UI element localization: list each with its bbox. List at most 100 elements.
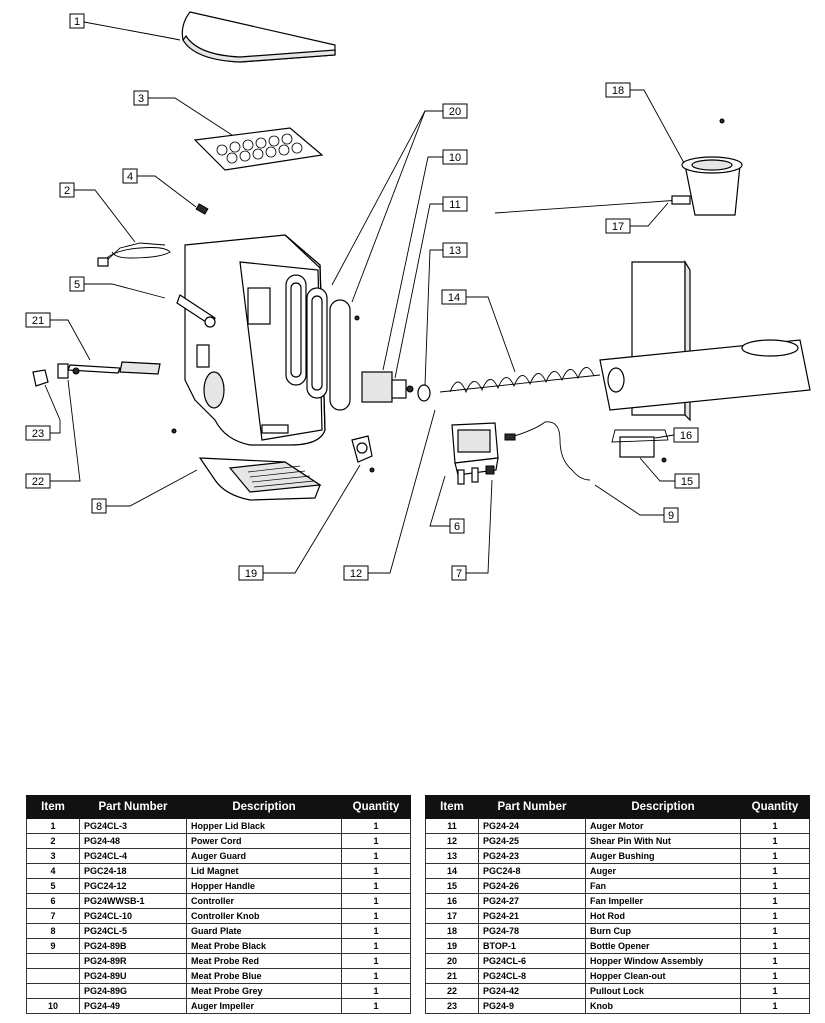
part-auger-bushing xyxy=(417,384,431,402)
cell-item: 16 xyxy=(425,893,479,909)
cell-part-number: PG24-78 xyxy=(478,923,586,939)
cell-description: Guard Plate xyxy=(186,923,342,939)
cell-quantity: 1 xyxy=(740,998,810,1014)
callout-5: 5 xyxy=(69,276,85,292)
cell-description: Controller Knob xyxy=(186,908,342,924)
cell-part-number: PGC24-18 xyxy=(79,863,187,879)
cell-part-number: PG24CL-6 xyxy=(478,953,586,969)
cell-part-number: PG24-23 xyxy=(478,848,586,864)
cell-description: Hopper Window Assembly xyxy=(585,953,741,969)
cell-item: 17 xyxy=(425,908,479,924)
callout-11: 11 xyxy=(442,196,468,212)
svg-text:7: 7 xyxy=(456,568,462,580)
svg-text:4: 4 xyxy=(127,171,133,183)
cell-quantity: 1 xyxy=(740,863,810,879)
part-screws xyxy=(171,118,725,473)
cell-quantity: 1 xyxy=(341,968,411,984)
callout-15: 15 xyxy=(674,473,700,489)
cell-item: 23 xyxy=(425,998,479,1014)
cell-item: 22 xyxy=(425,983,479,999)
callout-21: 21 xyxy=(25,312,51,328)
cell-part-number: PG24-21 xyxy=(478,908,586,924)
cell-item: 12 xyxy=(425,833,479,849)
cell-item: 18 xyxy=(425,923,479,939)
header-part-number: Part Number xyxy=(79,795,187,819)
part-pullout-lock xyxy=(57,363,80,379)
cell-quantity: 1 xyxy=(341,938,411,954)
svg-text:19: 19 xyxy=(245,568,257,580)
cell-item xyxy=(26,983,80,999)
callout-13: 13 xyxy=(442,242,468,258)
cell-item: 3 xyxy=(26,848,80,864)
cell-item: 4 xyxy=(26,863,80,879)
header-description: Description xyxy=(585,795,741,819)
cell-item: 7 xyxy=(26,908,80,924)
cell-item: 20 xyxy=(425,953,479,969)
part-hopper-cleanout xyxy=(67,361,161,375)
part-fan xyxy=(611,429,669,458)
cell-part-number: PG24WWSB-1 xyxy=(79,893,187,909)
cell-part-number: PG24-89G xyxy=(79,983,187,999)
callout-22: 22 xyxy=(25,473,51,489)
svg-text:11: 11 xyxy=(449,199,460,211)
callout-23: 23 xyxy=(25,425,51,441)
cell-description: Auger Guard xyxy=(186,848,342,864)
cell-part-number: PG24-27 xyxy=(478,893,586,909)
cell-quantity: 1 xyxy=(341,998,411,1014)
callout-17: 17 xyxy=(605,218,631,234)
cell-description: Fan Impeller xyxy=(585,893,741,909)
svg-text:21: 21 xyxy=(32,315,44,327)
cell-item: 13 xyxy=(425,848,479,864)
cell-part-number: PG24-89B xyxy=(79,938,187,954)
part-firepot-housing xyxy=(599,259,811,422)
cell-part-number: PG24CL-3 xyxy=(79,818,187,834)
svg-text:16: 16 xyxy=(680,430,692,442)
parts-table-right: Item Part Number Description Quantity 11… xyxy=(425,795,810,1014)
cell-description: Controller xyxy=(186,893,342,909)
callout-7: 7 xyxy=(451,565,467,581)
cell-part-number: PG24-89U xyxy=(79,968,187,984)
header-item: Item xyxy=(425,795,479,819)
cell-item: 19 xyxy=(425,938,479,954)
svg-text:8: 8 xyxy=(96,501,102,513)
cell-part-number: PG24-26 xyxy=(478,878,586,894)
cell-item: 10 xyxy=(26,998,80,1014)
cell-item: 15 xyxy=(425,878,479,894)
cell-quantity: 1 xyxy=(341,818,411,834)
svg-text:17: 17 xyxy=(612,221,624,233)
cell-description: Knob xyxy=(585,998,741,1014)
cell-description: Meat Probe Black xyxy=(186,938,342,954)
part-auger-motor xyxy=(361,371,414,403)
cell-quantity: 1 xyxy=(341,878,411,894)
cell-part-number: PG24CL-8 xyxy=(478,968,586,984)
cell-description: Auger Motor xyxy=(585,818,741,834)
part-auger xyxy=(439,367,601,394)
part-hopper-window xyxy=(285,274,351,411)
header-quantity: Quantity xyxy=(740,795,810,819)
cell-description: Auger xyxy=(585,863,741,879)
part-auger-guard xyxy=(193,127,324,171)
cell-item xyxy=(26,968,80,984)
cell-quantity: 1 xyxy=(341,953,411,969)
cell-item: 9 xyxy=(26,938,80,954)
part-bottle-opener xyxy=(351,435,373,463)
cell-quantity: 1 xyxy=(740,938,810,954)
part-knob xyxy=(32,369,49,387)
header-quantity: Quantity xyxy=(341,795,411,819)
cell-part-number: PG24-24 xyxy=(478,818,586,834)
svg-text:15: 15 xyxy=(681,476,693,488)
cell-part-number: PG24CL-10 xyxy=(79,908,187,924)
part-burn-cup xyxy=(681,156,743,216)
